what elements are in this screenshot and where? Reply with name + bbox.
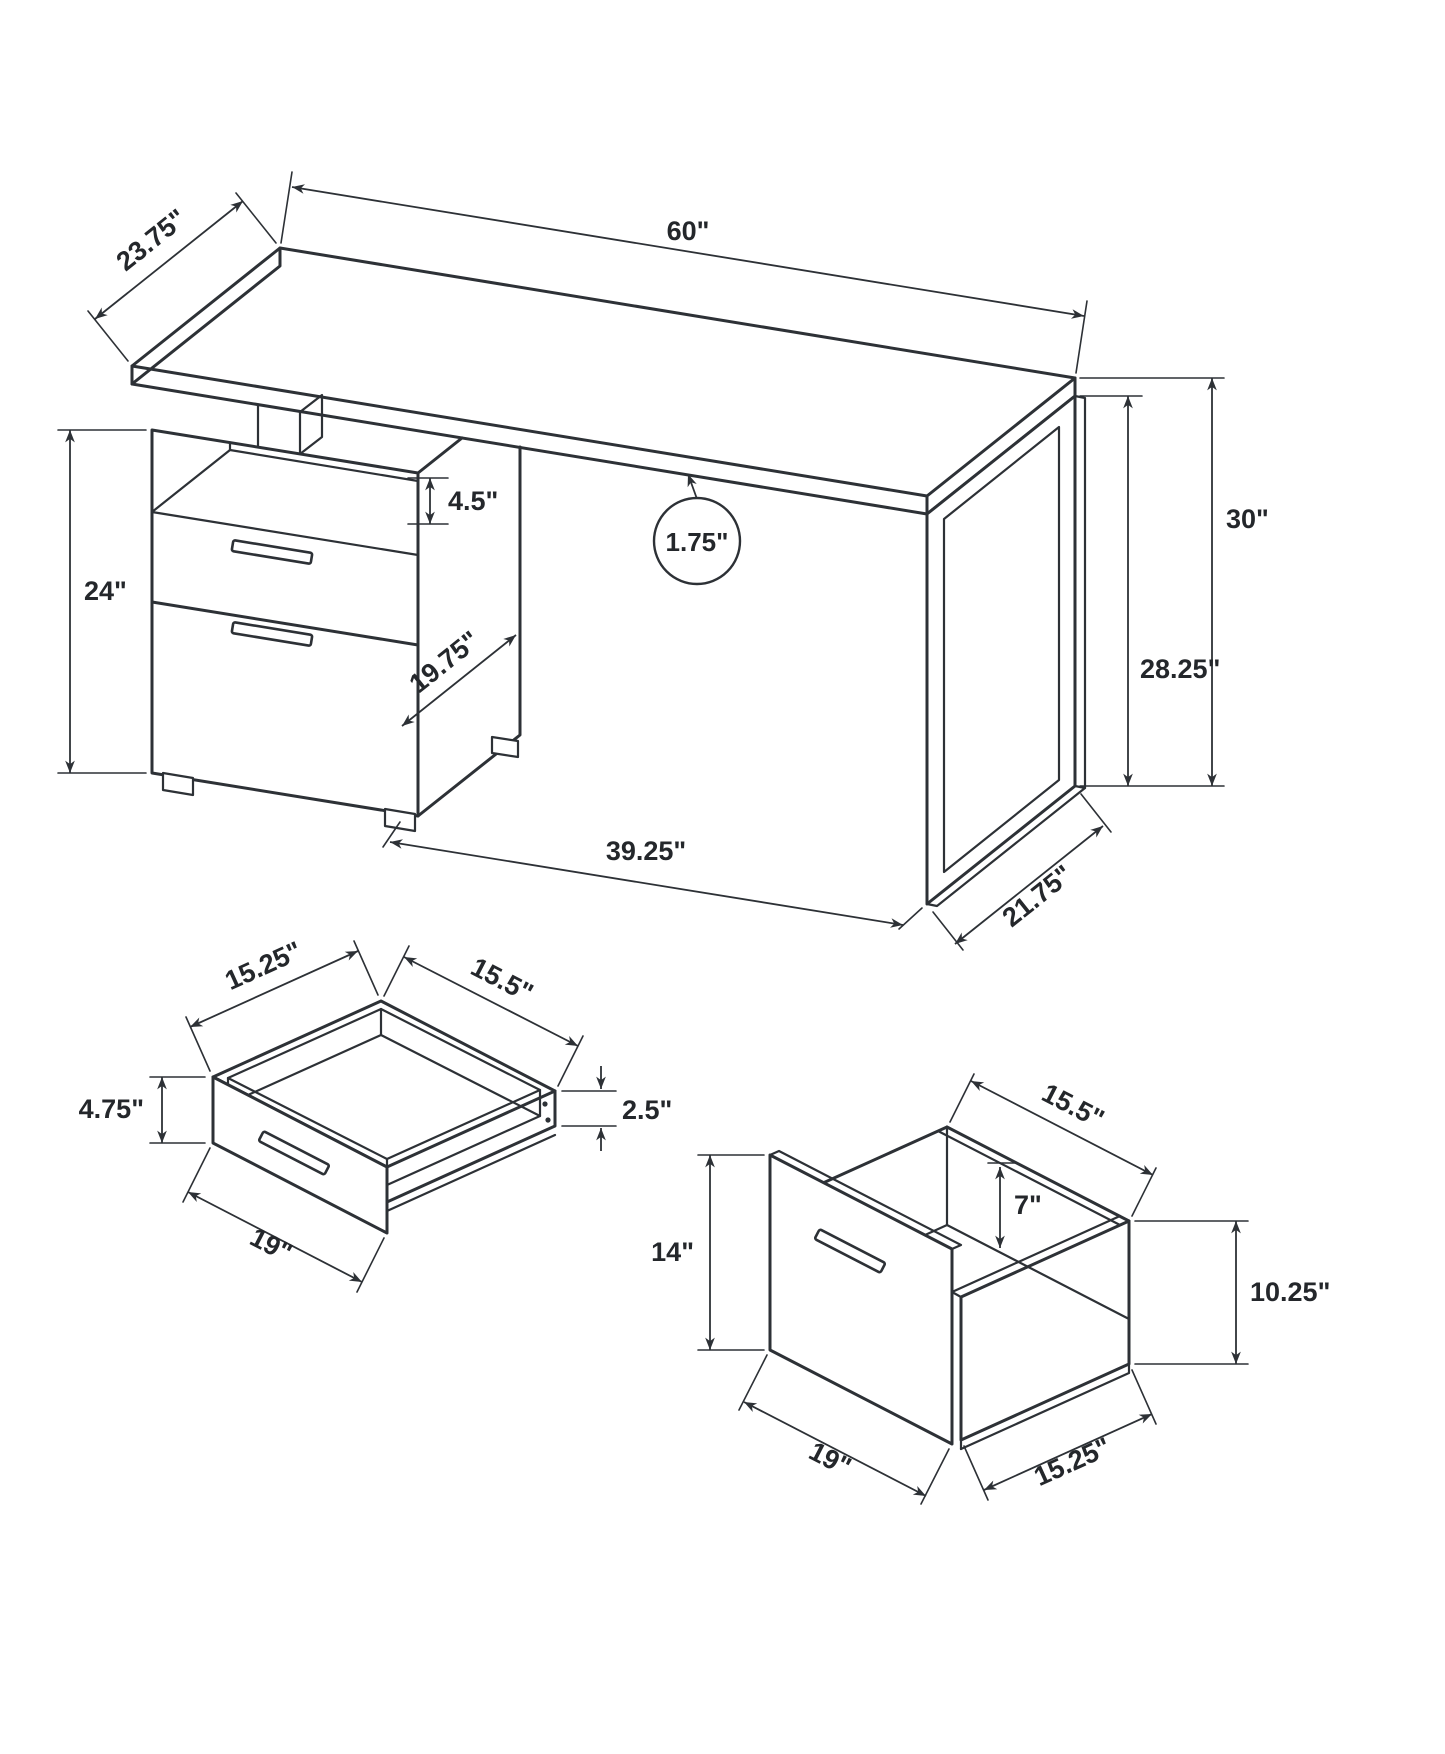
- dim-top-depth-label: 23.75": [111, 203, 193, 277]
- dim-file-drawer-inner-depth: 7": [987, 1162, 1042, 1248]
- dim-frame-height-label: 28.25": [1140, 654, 1220, 684]
- dim-file-drawer-box-depth-label: 15.25": [1029, 1432, 1115, 1492]
- dim-cabinet-height-label: 24": [84, 576, 127, 606]
- dim-file-drawer-front-height: 14": [651, 1154, 765, 1351]
- dim-kneehole-width: 39.25": [382, 821, 923, 930]
- dim-cubby-height: 4.5": [407, 477, 498, 525]
- top-thickness-callout-circle: [652, 496, 742, 586]
- dim-frame-height: 28.25": [1079, 395, 1220, 786]
- dim-top-drawer-front-width-label: 19": [245, 1222, 297, 1268]
- dim-file-drawer-box-height: 10.25": [1134, 1220, 1330, 1365]
- dim-top-thickness-label: 1.75": [666, 527, 729, 557]
- dim-cubby-height-label: 4.5": [448, 486, 498, 516]
- cabinet-feet: [161, 735, 520, 833]
- support-column: [256, 393, 324, 456]
- dim-top-drawer-box-width-label: 15.5": [466, 952, 538, 1009]
- dim-overall-height: 30": [1079, 377, 1269, 787]
- dim-kneehole-width-label: 39.25": [606, 836, 686, 866]
- dim-top-drawer-front-height-label: 4.75": [79, 1094, 144, 1124]
- dim-top-thickness: 1.75": [652, 473, 742, 586]
- dim-top-drawer-box-height: 2.5": [561, 1066, 672, 1151]
- file-drawer-handle: [230, 621, 314, 647]
- shelf-front-edge: [150, 510, 420, 557]
- metal-leg: [925, 394, 1087, 908]
- file-drawer-detail-handle: [813, 1228, 887, 1274]
- dim-file-drawer-box-width-label: 15.5": [1037, 1078, 1109, 1135]
- drawer-handle: [230, 539, 314, 565]
- dim-top-length-label: 60": [667, 216, 710, 246]
- dim-top-drawer-front-height: 4.75": [79, 1076, 206, 1144]
- file-drawer-dimensions: 15.5" 7" 14" 10.25": [651, 1073, 1330, 1505]
- file-drawer-detail: 15.5" 7" 14" 10.25": [651, 1073, 1330, 1505]
- dim-top-drawer-box-height-label: 2.5": [622, 1095, 672, 1125]
- dim-file-drawer-box-height-label: 10.25": [1250, 1277, 1330, 1307]
- top-drawer-box: [211, 999, 557, 1235]
- screw-dot: [542, 1101, 548, 1107]
- drawer-cabinet: [150, 393, 522, 833]
- dim-overall-height-label: 30": [1226, 504, 1269, 534]
- desk-view: 60" 23.75" 30" 28.25": [57, 171, 1269, 951]
- dim-file-drawer-front-height-label: 14": [651, 1237, 694, 1267]
- dim-top-length: 60": [280, 171, 1088, 374]
- screw-dot: [545, 1117, 551, 1123]
- dim-cabinet-height: 24": [57, 429, 147, 774]
- dim-file-drawer-inner-depth-label: 7": [1014, 1190, 1042, 1220]
- dim-top-drawer-box-depth-label: 15.25": [220, 936, 306, 996]
- top-drawer-handle: [257, 1130, 331, 1176]
- dim-leg-depth-label: 21.75": [997, 859, 1079, 933]
- file-drawer-box: [768, 1125, 1131, 1451]
- top-drawer-detail: 15.25" 15.5" 4.75" 2.5": [79, 936, 672, 1293]
- dim-file-drawer-front-width-label: 19": [804, 1436, 856, 1482]
